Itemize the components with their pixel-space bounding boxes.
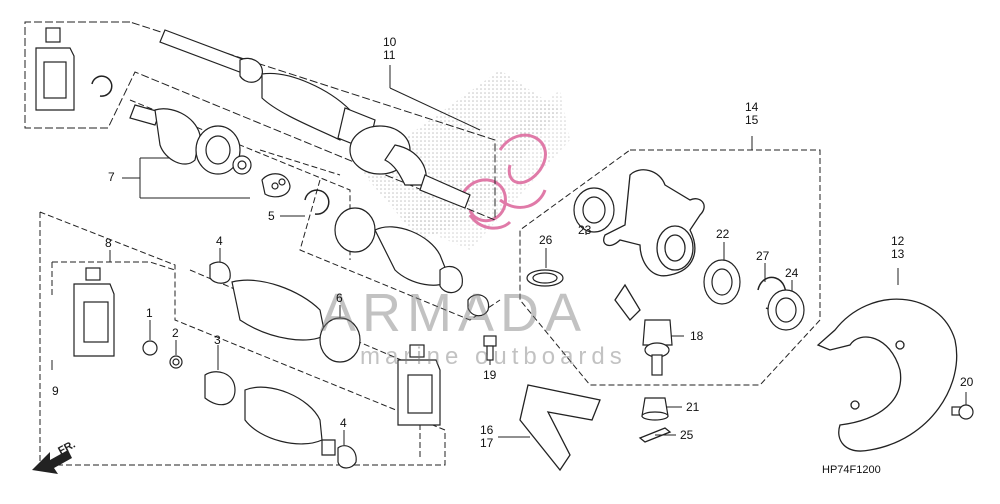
callout-1: 1	[146, 306, 153, 320]
callout-5: 5	[268, 209, 275, 223]
inner-joint	[129, 104, 291, 198]
boot-lower-left	[142, 261, 361, 369]
callout-7: 7	[108, 170, 115, 184]
boot-middle	[334, 207, 490, 317]
knuckle	[603, 169, 705, 321]
callout-18: 18	[690, 329, 704, 343]
callout-26: 26	[539, 233, 553, 247]
drive-shaft-assembly	[159, 29, 471, 209]
callout-6: 6	[336, 291, 343, 305]
cotter-pin-25	[638, 427, 672, 443]
callout-24: 24	[785, 266, 799, 280]
oil-seal-24	[767, 289, 805, 331]
disc-cover	[816, 298, 958, 452]
background-logo-hatch	[360, 70, 570, 250]
boot-lower-right	[204, 371, 357, 469]
diagram-code: HP74F1200	[822, 464, 881, 476]
pink-swirl-logo	[458, 133, 547, 230]
callout-4-upper: 4	[216, 234, 223, 248]
callout-19: 19	[483, 368, 497, 382]
callout-25: 25	[680, 428, 694, 442]
circlip-5	[304, 189, 330, 215]
leader-lines	[51, 65, 967, 445]
grease-bottle-top-left	[35, 27, 75, 111]
circlip-top	[91, 75, 113, 97]
bolt-20	[951, 404, 974, 420]
callout-20: 20	[960, 375, 974, 389]
front-direction-arrow	[32, 450, 72, 474]
callout-9: 9	[52, 384, 59, 398]
castle-nut-21	[641, 397, 669, 421]
callout-22: 22	[716, 227, 730, 241]
grease-bottle-bottom	[397, 344, 441, 426]
seal-26	[526, 269, 564, 287]
oil-seal-23	[573, 187, 615, 233]
watermark-brand: ARMADA	[320, 283, 588, 343]
watermark-tagline: marine outboards	[360, 343, 627, 370]
bearing-22	[703, 259, 741, 305]
callout-2: 2	[172, 326, 179, 340]
knuckle-guard	[519, 384, 601, 472]
callout-21: 21	[686, 400, 700, 414]
ball-joint-18	[642, 319, 673, 376]
callout-27: 27	[756, 249, 770, 263]
callout-3: 3	[214, 333, 221, 347]
grease-bottle-middle-left	[73, 267, 115, 357]
bolt-19	[483, 335, 497, 361]
callout-8: 8	[105, 236, 112, 250]
callout-4-lower: 4	[340, 416, 347, 430]
callout-23: 23	[578, 223, 592, 237]
